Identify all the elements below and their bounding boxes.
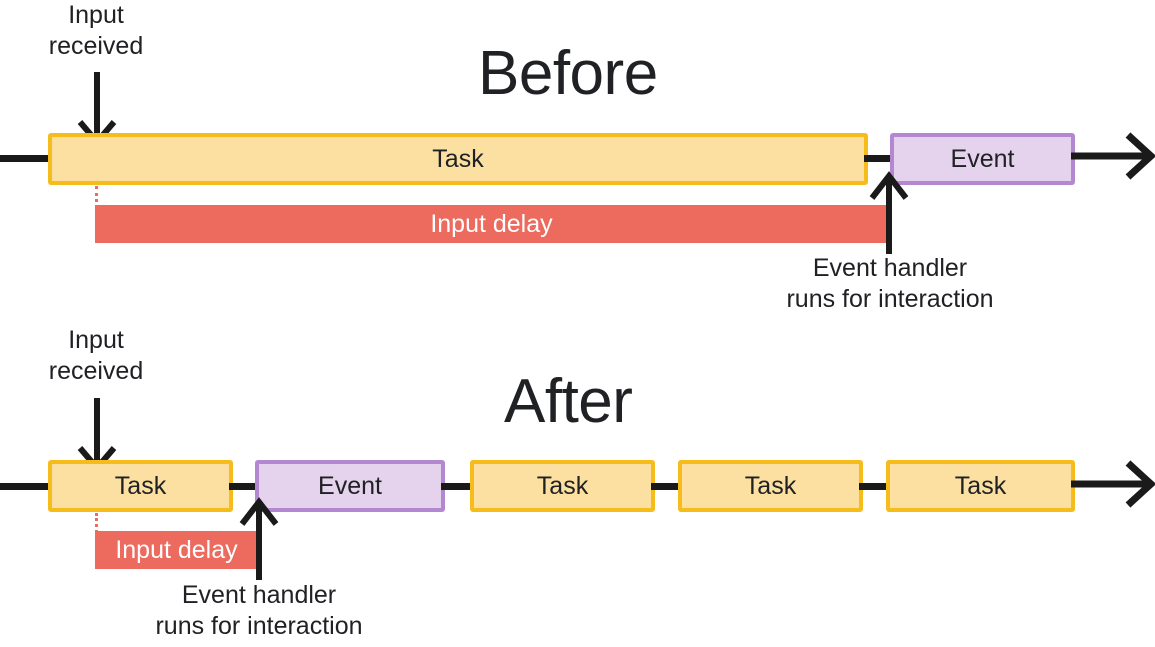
before-input-delay-bar: Input delay	[95, 205, 888, 243]
after-block-event-label: Event	[318, 471, 382, 500]
timeline-arrow-end-before	[1071, 132, 1155, 180]
after-block-task-2-label: Task	[536, 471, 589, 500]
after-block-event: Event	[255, 460, 445, 512]
after-block-task-3-label: Task	[744, 471, 797, 500]
timeline-stub-left-before	[0, 155, 52, 162]
arrow-event-handler-after	[236, 497, 282, 580]
after-block-task-2: Task	[470, 460, 655, 512]
timeline-arrow-end-after	[1071, 460, 1155, 508]
before-block-task-label: Task	[432, 144, 484, 173]
arrow-event-handler-before	[866, 171, 912, 254]
before-block-event: Event	[890, 133, 1075, 185]
label-event-handler-after: Event handler runs for interaction	[155, 581, 363, 640]
before-block-event-label: Event	[950, 144, 1015, 173]
timeline-stub-left-after	[0, 483, 52, 490]
section-title-before: Before	[478, 39, 658, 108]
after-input-delay-label: Input delay	[115, 535, 238, 564]
after-block-task-4: Task	[886, 460, 1075, 512]
after-block-task-1: Task	[48, 460, 233, 512]
after-block-task-1-label: Task	[114, 471, 167, 500]
connector-after-2	[441, 483, 474, 490]
after-input-delay-bar: Input delay	[95, 531, 258, 569]
after-block-task-4-label: Task	[954, 471, 1007, 500]
connector-after-1	[229, 483, 259, 490]
connector-after-4	[859, 483, 890, 490]
dotted-guide-before	[95, 186, 98, 208]
before-block-task: Task	[48, 133, 868, 185]
after-block-task-3: Task	[678, 460, 863, 512]
label-input-received-before: Input received	[48, 1, 144, 60]
connector-task-event-before	[864, 155, 894, 162]
label-input-received-after: Input received	[48, 326, 144, 385]
dotted-guide-after	[95, 513, 98, 533]
connector-after-3	[651, 483, 682, 490]
label-event-handler-before: Event handler runs for interaction	[786, 254, 994, 313]
before-input-delay-label: Input delay	[430, 209, 553, 238]
section-title-after: After	[504, 367, 633, 436]
